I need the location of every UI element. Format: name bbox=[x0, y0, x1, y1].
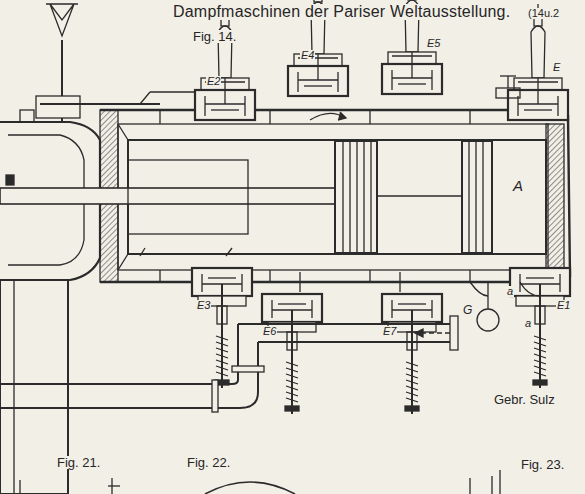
figure-number: Fig. 23. bbox=[520, 458, 565, 471]
figure-number: Fig. 21. bbox=[56, 456, 101, 469]
valve-letter: E3 bbox=[196, 300, 211, 311]
figure-number: Fig. 14. bbox=[192, 30, 237, 43]
valve-letter: E5 bbox=[426, 38, 441, 49]
part-letter: a bbox=[524, 318, 532, 329]
valve-letter: E2 bbox=[206, 76, 221, 87]
valve-letter: E6 bbox=[262, 326, 277, 337]
valve-letter: E7 bbox=[382, 326, 397, 337]
part-letter: A bbox=[512, 178, 524, 193]
plate-number: (14u.2 bbox=[527, 8, 560, 19]
figure-number: Fig. 22. bbox=[186, 456, 231, 469]
pipe-letter: G bbox=[462, 304, 473, 316]
valve-letter: E1 bbox=[556, 300, 571, 311]
plate-title: Dampfmaschinen der Pariser Weltausstellu… bbox=[172, 4, 511, 20]
maker-name: Gebr. Sulz bbox=[493, 393, 556, 406]
valve-letter: E4 bbox=[300, 50, 315, 61]
part-letter: a bbox=[506, 286, 514, 297]
valve-letter: E bbox=[552, 62, 561, 73]
